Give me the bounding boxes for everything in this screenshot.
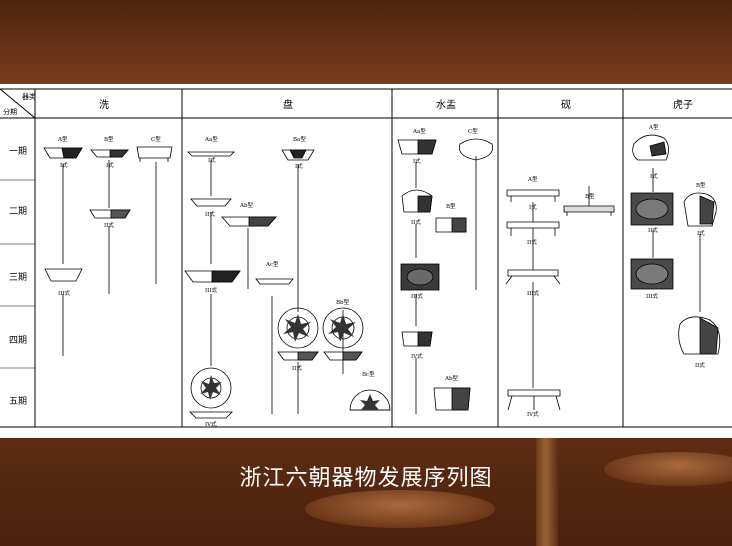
pan-star-patterns [200, 314, 380, 410]
huzi-form-label: II式 [695, 361, 705, 369]
period-label-1: 一期 [9, 146, 27, 157]
xi-c-basin [136, 146, 173, 159]
category-header-huzi: 虎子 [673, 99, 693, 111]
pan-ac-type-label: Ac型 [265, 260, 279, 268]
category-header-pan: 盘 [283, 98, 293, 111]
huzi-b-vessel [683, 192, 717, 227]
xi-a-type-label: A型 [57, 135, 68, 143]
sequence-chart: 器类 分期 洗 盘 水盂 砚 虎子 一期 二期 三期 四期 五期 A型 B型 C… [0, 84, 732, 438]
xi-form-label: II式 [104, 221, 114, 229]
pan-iv-plate [190, 367, 232, 409]
yan-form-label: IV式 [527, 410, 539, 418]
shuiyu-form-label: II式 [411, 218, 421, 226]
pan-form-label: I式 [208, 156, 216, 164]
pan-form-label: III式 [205, 286, 218, 294]
chart-grid [0, 88, 732, 428]
pan-form-label: I式 [295, 162, 303, 170]
pan-ab-type-label: Ab型 [239, 201, 253, 209]
huzi-form-label: III式 [646, 292, 659, 300]
huzi-form-label: II式 [648, 226, 658, 234]
category-header-shuiyu: 水盂 [436, 99, 456, 111]
xi-form-label: I式 [106, 161, 114, 169]
pan-form-label: II式 [205, 210, 215, 218]
pan-ba-type-label: Ba型 [293, 135, 306, 143]
pan-bc-plate [349, 389, 391, 411]
xi-c-type-label: C型 [151, 135, 161, 143]
huzi-column [630, 134, 721, 355]
yan-a-iv-inkstone [507, 389, 561, 397]
huzi-a-type-label: A型 [648, 123, 659, 131]
yan-a-inkstone [506, 189, 560, 197]
shuiyu-b-type-label: B型 [446, 202, 456, 210]
slide-footer-band [0, 438, 732, 546]
pan-aa-plate [187, 151, 235, 157]
pan-aa-ii-plate [190, 198, 232, 207]
pan-column [184, 149, 391, 419]
huzi-a-vessel [632, 134, 669, 161]
yan-a-type-label: A型 [527, 175, 538, 183]
yan-a-iii-inkstone [507, 269, 559, 277]
shuiyu-aa-type-label: Aa型 [412, 127, 426, 135]
shuiyu-form-label: III式 [411, 292, 424, 300]
yan-a-ii-inkstone [506, 221, 560, 229]
slide-header-band [0, 0, 732, 84]
yan-form-label: II式 [527, 238, 537, 246]
pan-bc-type-label: Bc型 [362, 370, 375, 378]
yan-b-type-label: B型 [585, 192, 595, 200]
yan-column [505, 186, 615, 411]
huzi-form-label: I式 [650, 172, 658, 180]
category-header-xi: 洗 [99, 99, 109, 111]
pan-bb-plate [277, 307, 319, 349]
huzi-b-type-label: B型 [696, 181, 706, 189]
slide-caption: 浙江六朝器物发展序列图 [239, 466, 493, 491]
yan-form-label: I式 [529, 203, 537, 211]
pan-aa-type-label: Aa型 [204, 135, 218, 143]
pan-bb-plate-2 [322, 307, 364, 349]
pan-bb-type-label: Bb型 [336, 298, 350, 306]
corner-top-label: 器类 [22, 92, 36, 101]
shuiyu-c-type-label: C型 [468, 127, 478, 135]
decorative-scale-dish-right [604, 452, 732, 486]
pan-form-label: II式 [292, 364, 302, 372]
huzi-form-label: I式 [697, 229, 705, 237]
period-label-2: 二期 [9, 206, 27, 217]
category-header-yan: 砚 [561, 99, 571, 111]
period-label-4: 四期 [9, 335, 27, 346]
shuiyu-form-label: IV式 [411, 352, 423, 360]
pan-form-label: IV式 [205, 420, 217, 428]
shuiyu-c-pot [458, 138, 494, 161]
xi-column [43, 146, 173, 356]
shuiyu-column [397, 138, 494, 414]
xi-form-label: III式 [58, 289, 71, 297]
shuiyu-ab-type-label: Ab型 [444, 374, 458, 382]
corner-bottom-label: 分期 [3, 107, 17, 116]
pan-ac-plate [255, 278, 294, 285]
shuiyu-form-label: I式 [413, 157, 421, 165]
huzi-b-ii-vessel [678, 316, 721, 355]
yan-form-label: III式 [527, 289, 540, 297]
decorative-pillar [536, 438, 558, 546]
period-label-3: 三期 [9, 272, 27, 283]
xi-b-type-label: B型 [104, 135, 114, 143]
period-label-5: 五期 [9, 396, 27, 407]
xi-a-iii-basin [44, 268, 83, 282]
xi-form-label: I式 [60, 161, 68, 169]
yan-b-inkstone [563, 205, 615, 213]
decorative-scale-dish-left [305, 490, 495, 528]
